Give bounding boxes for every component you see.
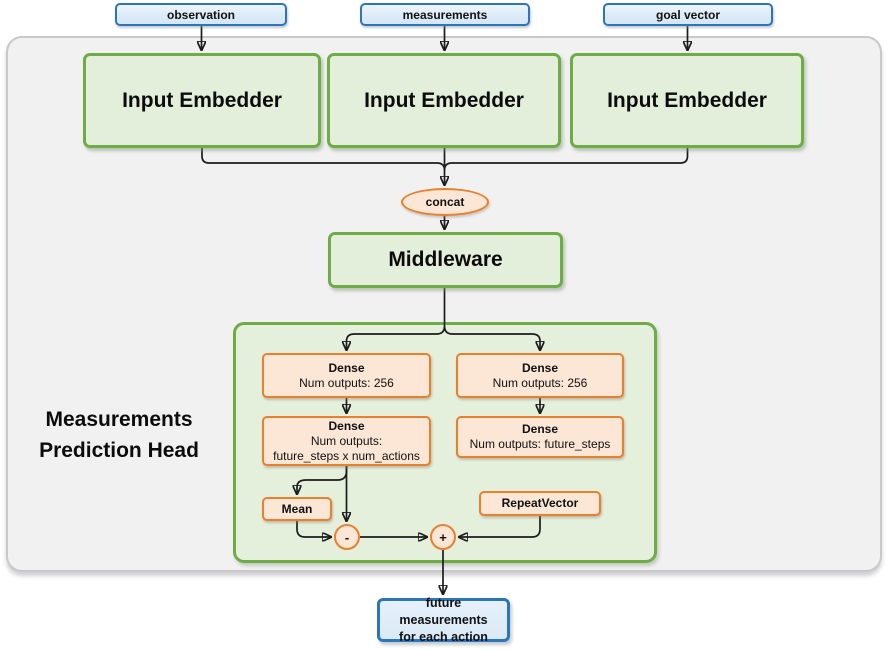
plus-label: + (439, 529, 447, 545)
concat-label: concat (425, 195, 465, 209)
dense-left-2: Dense Num outputs: future_steps x num_ac… (262, 416, 431, 466)
dense-right-2-outputs: Num outputs: future_steps (469, 437, 611, 451)
dense-right-1-title: Dense (521, 360, 559, 375)
input-chip-observation-label: observation (166, 7, 235, 22)
input-embedder-label: Input Embedder (122, 88, 282, 112)
middleware-label: Middleware (388, 248, 503, 271)
dense-left-2-outputs: Num outputs: (310, 433, 383, 448)
plus-node: + (430, 524, 456, 550)
input-embedder-label: Input Embedder (607, 88, 767, 112)
dense-right-2: Dense Num outputs: future_steps (456, 416, 624, 458)
prediction-head-title-line1: Measurements (45, 408, 193, 431)
input-chip-observation: observation (115, 3, 287, 26)
input-chip-measurements: measurements (360, 3, 530, 26)
repeat-vector-label: RepeatVector (501, 496, 579, 510)
input-embedder-label: Input Embedder (364, 88, 524, 112)
input-chip-goal-vector: goal vector (603, 3, 773, 26)
dense-right-1: Dense Num outputs: 256 (456, 353, 624, 398)
input-chip-measurements-label: measurements (402, 7, 488, 22)
input-embedder-box-2: Input Embedder (327, 53, 561, 148)
dense-right-1-outputs: Num outputs: 256 (492, 375, 588, 390)
input-chip-goal-vector-label: goal vector (655, 7, 721, 22)
concat-node: concat (401, 188, 489, 216)
dense-right-2-title: Dense (521, 422, 559, 436)
dense-left-1-title: Dense (328, 360, 365, 375)
mean-box: Mean (262, 497, 332, 521)
input-embedder-box-1: Input Embedder (83, 53, 321, 148)
dense-left-1: Dense Num outputs: 256 (262, 353, 431, 398)
mean-label: Mean (281, 501, 313, 516)
dense-left-1-outputs: Num outputs: 256 (299, 375, 394, 390)
dense-left-2-outputs-value: future_steps x num_actions (273, 448, 420, 463)
output-box: future measurements for each action (377, 595, 510, 644)
output-line1: future measurements (399, 595, 488, 627)
middleware-box: Middleware (328, 232, 563, 288)
input-embedder-box-3: Input Embedder (570, 53, 804, 148)
output-line2: for each action (399, 629, 488, 644)
prediction-head-title-line2: Prediction Head (39, 439, 199, 462)
dense-left-2-title: Dense (328, 418, 365, 433)
repeat-vector-box: RepeatVector (479, 491, 601, 516)
minus-label: - (344, 529, 350, 545)
prediction-head-title: Measurements Prediction Head (12, 404, 226, 466)
minus-node: - (334, 524, 360, 550)
